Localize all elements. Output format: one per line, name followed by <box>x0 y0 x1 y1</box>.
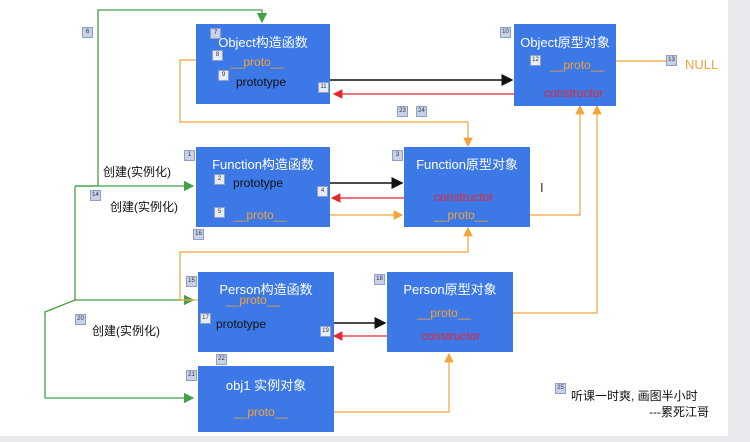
person-constructor-prototype: prototype <box>216 317 267 331</box>
note-line-2: ---累死江哥 <box>649 405 709 419</box>
badge-15: 15 <box>186 276 197 287</box>
badge-18: 18 <box>374 274 385 285</box>
function-constructor-prototype: prototype <box>233 176 284 190</box>
badge-14: 14 <box>90 190 101 201</box>
person-prototype-title: Person原型对象 <box>403 282 497 297</box>
obj1-instance-box[interactable]: obj1 实例对象 __proto__ <box>198 366 334 432</box>
object-constructor-proto: __proto__ <box>230 55 285 69</box>
badge-12: 12 <box>530 55 541 66</box>
object-prototype-title: Object原型对象 <box>520 35 610 50</box>
create-label-person: 创建(实例化) <box>92 324 160 338</box>
person-prototype-proto: __proto__ <box>417 306 472 320</box>
obj1-title: obj1 实例对象 <box>225 378 307 393</box>
badge-13: 13 <box>666 55 677 66</box>
object-constructor-prototype: prototype <box>236 75 287 89</box>
object-prototype-constructor: constructor <box>544 86 604 100</box>
badge-24: 24 <box>416 106 427 117</box>
function-constructor-title: Function构造函数 <box>212 157 314 172</box>
person-constructor-title: Person构造函数 <box>219 282 313 297</box>
function-prototype-title: Function原型对象 <box>416 157 518 172</box>
badge-7: 7 <box>210 28 221 39</box>
badge-20: 20 <box>75 314 86 325</box>
create-label-function: 创建(实例化) <box>103 165 171 179</box>
person-prototype-constructor: constructor <box>421 329 481 343</box>
badge-19: 19 <box>320 326 331 337</box>
obj1-proto: __proto__ <box>234 405 289 419</box>
note-line-1: 听课一时爽, 画图半小时 <box>571 389 698 403</box>
badge-22: 22 <box>216 354 227 365</box>
badge-8: 8 <box>212 50 223 61</box>
proto-line-obj1 <box>296 352 454 413</box>
badge-23: 23 <box>397 106 408 117</box>
badge-9: 9 <box>218 70 229 81</box>
text-cursor-icon: I <box>540 180 544 195</box>
object-constructor-title: Object构造函数 <box>218 35 308 50</box>
create-label-function-2: 创建(实例化) <box>110 200 178 214</box>
badge-6: 6 <box>82 27 93 38</box>
object-prototype-proto: __proto__ <box>550 58 605 72</box>
function-prototype-constructor: constructor <box>434 190 494 204</box>
badge-25: 25 <box>555 383 566 394</box>
function-prototype-box[interactable]: Function原型对象 constructor __proto__ <box>404 147 530 227</box>
badge-17: 17 <box>200 313 211 324</box>
null-label: NULL <box>685 57 719 72</box>
person-constructor-box[interactable]: Person构造函数 __proto__ prototype <box>198 272 334 352</box>
function-prototype-proto: __proto__ <box>434 208 489 222</box>
badge-10: 10 <box>500 27 511 38</box>
person-prototype-box[interactable]: Person原型对象 __proto__ constructor <box>387 272 513 352</box>
badge-11: 11 <box>318 82 329 93</box>
badge-3: 3 <box>392 150 403 161</box>
badge-21: 21 <box>186 370 197 381</box>
badge-16: 16 <box>193 229 204 240</box>
person-constructor-proto: __proto__ <box>226 293 281 307</box>
create-line-obj1 <box>44 299 195 404</box>
badge-1: 1 <box>184 150 195 161</box>
badge-2: 2 <box>214 174 225 185</box>
proto-line-person-ctor <box>179 226 473 301</box>
badge-4: 4 <box>317 186 328 197</box>
function-constructor-proto: __proto__ <box>233 208 288 222</box>
badge-5: 5 <box>214 207 225 218</box>
proto-line-person-proto <box>487 104 602 314</box>
